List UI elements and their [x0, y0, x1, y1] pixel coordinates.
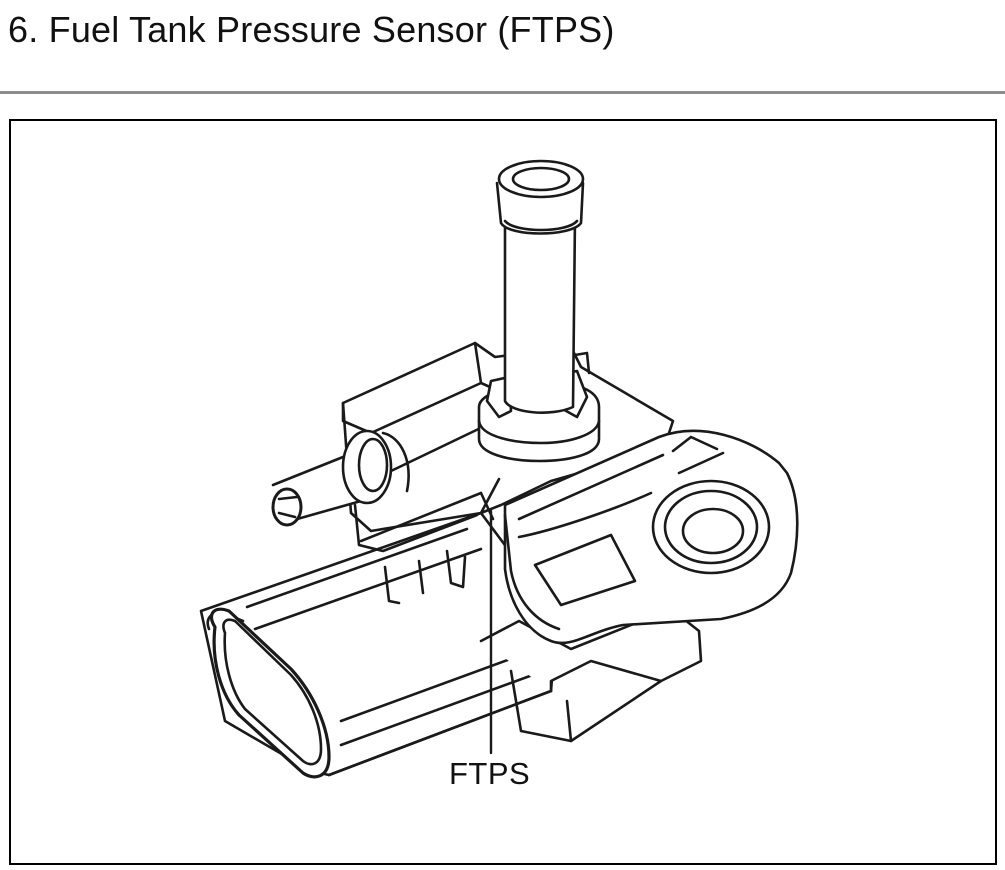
connector-mouth — [209, 607, 331, 779]
mounting-flange — [503, 429, 799, 645]
figure-frame: FTPS — [9, 119, 997, 865]
port-opening — [497, 159, 585, 199]
side-nipple-collar — [341, 429, 393, 505]
header-divider — [0, 91, 1005, 94]
fuel-tank-pressure-sensor-illustration — [199, 159, 799, 779]
section-title: 6. Fuel Tank Pressure Sensor (FTPS) — [8, 9, 615, 50]
pressure-port-tube — [503, 215, 577, 414]
callout-label-ftps: FTPS — [449, 756, 531, 791]
mounting-hole — [651, 479, 771, 575]
